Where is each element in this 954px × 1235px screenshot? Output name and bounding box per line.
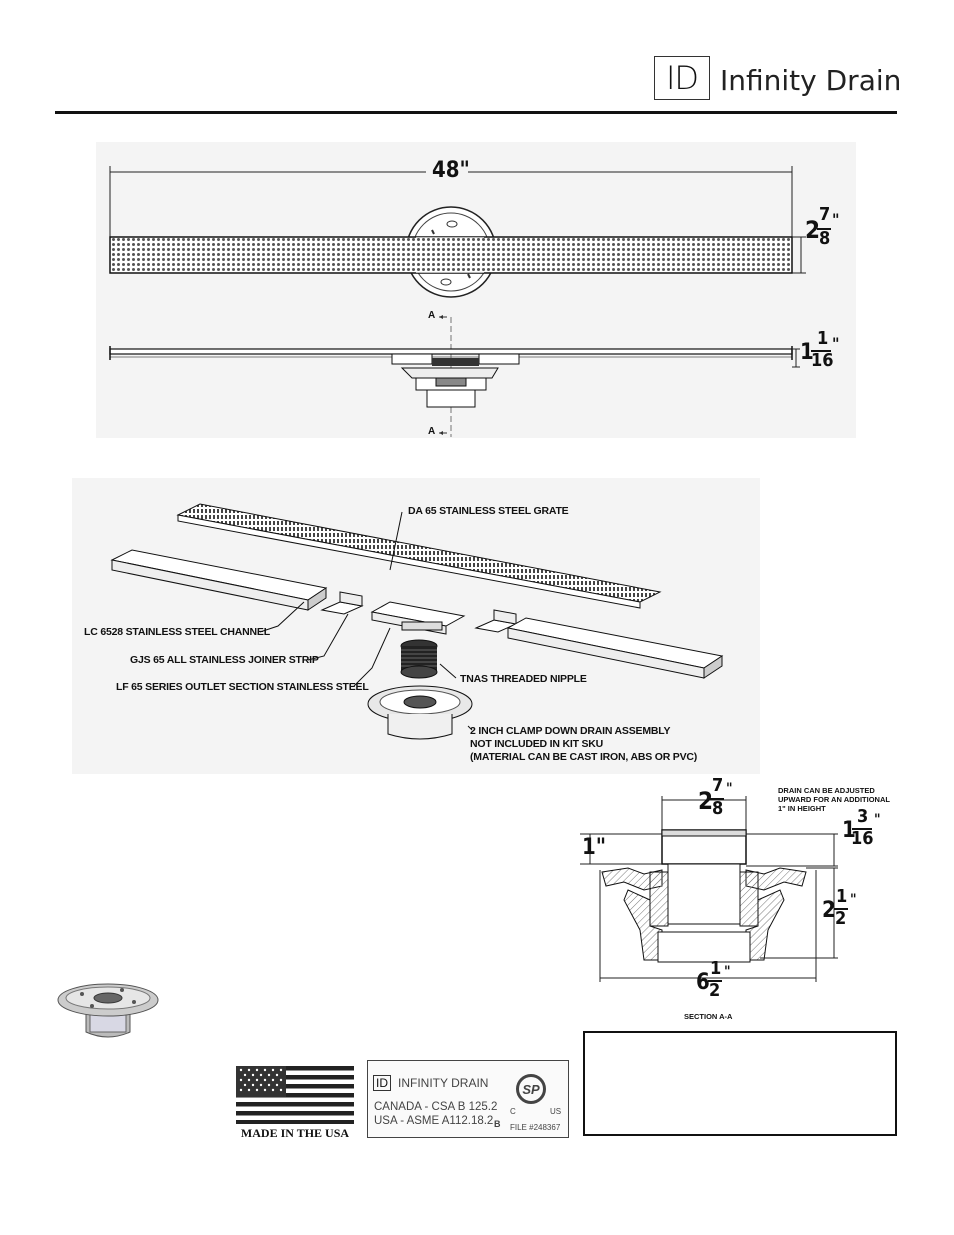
cert-line-usa: USA - ASME A112.18.2	[374, 1115, 494, 1127]
made-in-usa-caption: MADE IN THE USA	[240, 1126, 350, 1140]
section-view-drawing	[580, 796, 838, 982]
plan-width-denominator: 8	[819, 228, 831, 249]
plan-length-dimension: 48"	[432, 158, 470, 183]
section-bottom-width-dimension: 6 1 2 "	[696, 958, 736, 1006]
section-mark-bottom: A	[428, 426, 436, 437]
callout-channel: LC 6528 STAINLESS STEEL CHANNEL	[84, 626, 270, 638]
brand-name: Infinity Drain	[720, 64, 902, 97]
plan-width-numerator: 7	[819, 204, 831, 225]
section-right-top-whole: 1	[842, 818, 856, 843]
cert-line-canada: CANADA - CSA B 125.2	[374, 1101, 498, 1113]
logo-mark: ID	[654, 56, 710, 100]
csa-mark-text: SP	[522, 1081, 540, 1097]
callout-joiner: GJS 65 ALL STAINLESS JOINER STRIP	[130, 654, 319, 666]
callout-grate: DA 65 STAINLESS STEEL GRATE	[408, 505, 569, 517]
section-right-top-numerator: 3	[857, 806, 869, 827]
section-right-top-dimension: 1 3 16 "	[842, 806, 892, 856]
section-top-width-whole: 2	[698, 787, 714, 815]
cert-logo-mark: ID	[373, 1075, 391, 1091]
side-height-denominator: 16	[811, 350, 834, 371]
section-top-width-unit: "	[726, 781, 733, 797]
plan-width-unit: "	[832, 210, 840, 229]
drain-product-image	[57, 983, 159, 1038]
callout-outlet: LF 65 SERIES OUTLET SECTION STAINLESS ST…	[116, 681, 369, 693]
section-bottom-width-numerator: 1	[710, 958, 722, 979]
adjustment-note: DRAIN CAN BE ADJUSTED UPWARD FOR AN ADDI…	[778, 786, 890, 813]
adjustment-note-line3: 1" IN HEIGHT	[778, 804, 826, 813]
section-top-width-dimension: 2 7 8 "	[698, 775, 748, 823]
callout-drain-line3: (MATERIAL CAN BE CAST IRON, ABS OR PVC)	[470, 751, 698, 763]
plan-view-drawing	[109, 160, 806, 437]
csa-c-label: C	[510, 1107, 516, 1116]
cert-file-number: FILE #248367	[510, 1123, 561, 1132]
csa-us-label: US	[550, 1107, 562, 1116]
callout-drain-line2: NOT INCLUDED IN KIT SKU	[470, 738, 604, 750]
plan-width-whole: 2	[805, 216, 821, 244]
cert-mark-letter: B	[494, 1119, 501, 1129]
section-right-height-dimension: 2 1 2 "	[822, 886, 862, 934]
section-bottom-width-whole: 6	[696, 970, 710, 995]
side-height-unit: "	[832, 334, 840, 353]
section-caption: SECTION A-A	[684, 1012, 733, 1021]
side-height-numerator: 1	[817, 328, 829, 349]
certification-label: ID INFINITY DRAIN CANADA - CSA B 125.2 U…	[367, 1060, 569, 1138]
cert-brand: INFINITY DRAIN	[398, 1076, 489, 1090]
csa-mark-icon: SP	[516, 1074, 546, 1104]
section-top-width-numerator: 7	[712, 775, 724, 796]
adjustment-note-line1: DRAIN CAN BE ADJUSTED	[778, 786, 875, 795]
info-box	[583, 1031, 897, 1136]
section-bottom-width-unit: "	[724, 964, 731, 980]
section-right-height-unit: "	[850, 892, 857, 908]
section-right-height-whole: 2	[822, 898, 836, 923]
section-top-width-denominator: 8	[712, 798, 724, 819]
side-height-whole: 1	[800, 340, 814, 365]
side-height-dimension: 1 1 16 "	[800, 328, 850, 376]
adjustment-note-line2: UPWARD FOR AN ADDITIONAL	[778, 795, 890, 804]
section-right-top-denominator: 16	[851, 828, 874, 849]
section-bottom-width-denominator: 2	[709, 980, 721, 1001]
section-right-height-numerator: 1	[836, 886, 848, 907]
usa-flag-icon	[236, 1066, 354, 1124]
plan-width-dimension: 2 7 8 "	[805, 204, 845, 256]
section-left-height-dimension: 1"	[582, 835, 607, 860]
section-right-height-denominator: 2	[835, 908, 847, 929]
header-divider	[55, 111, 897, 114]
exploded-view-drawing	[110, 503, 724, 740]
section-right-top-unit: "	[874, 812, 881, 828]
callout-drain-line1: 2 INCH CLAMP DOWN DRAIN ASSEMBLY	[470, 725, 671, 737]
callout-nipple: TNAS THREADED NIPPLE	[460, 673, 587, 685]
section-mark-top: A	[428, 310, 436, 321]
